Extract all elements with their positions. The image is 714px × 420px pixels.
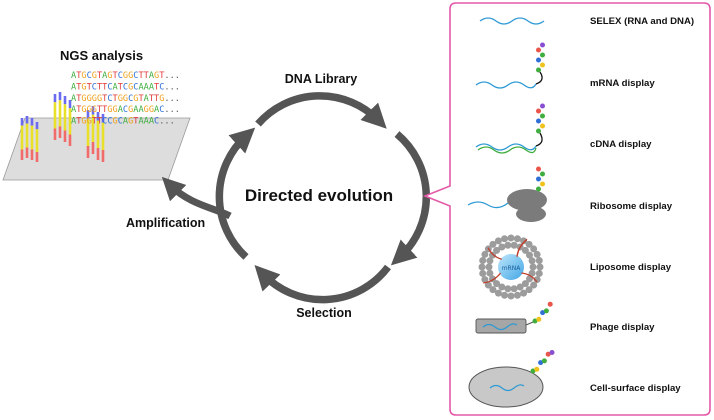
sequence-read: ATGGGTTGGACGAAGGAC... xyxy=(71,105,180,115)
method-label-liposome: Liposome display xyxy=(590,262,672,273)
cell-icon xyxy=(468,350,555,408)
center-title: Directed evolution xyxy=(245,186,393,205)
ribosome-icon xyxy=(467,166,547,222)
dna-library-label: DNA Library xyxy=(285,72,358,86)
method-label-cdna: cDNA display xyxy=(590,139,652,150)
svg-text:mRNA: mRNA xyxy=(502,265,522,272)
mrna-display-icon xyxy=(475,42,545,89)
sequence-read: ATGGTTCCGCAGTAAAC... xyxy=(71,117,175,127)
sequencing-clusters xyxy=(20,92,105,162)
amplification-label: Amplification xyxy=(126,216,205,230)
liposome-icon: mRNA xyxy=(478,234,544,300)
arrow-display-to-selection xyxy=(390,131,431,266)
sequence-reads: ATGCGTAGTCGGCTTAGT...ATGTCTTCATCGCAAATC.… xyxy=(71,71,180,127)
panel-border xyxy=(422,2,711,416)
ngs-analysis-section: NGS analysis ATGCGTAGTCGGCTTAGT...ATGTCT… xyxy=(2,48,191,181)
method-label-ribosome: Ribosome display xyxy=(590,201,673,212)
rna-strand-icon xyxy=(479,17,545,25)
sequence-read: ATGTCTTCATCGCAAATC... xyxy=(71,82,180,92)
method-label-cell-surface: Cell-surface display xyxy=(590,383,681,394)
phage-icon xyxy=(475,301,553,334)
arrow-library-to-display xyxy=(255,92,387,129)
method-label-phage: Phage display xyxy=(590,322,655,333)
display-methods-panel: mRNA SELEX (RNA and DNA) mRNA display cD… xyxy=(422,2,711,416)
sequence-read: ATGGGGTCTGGCGTATTG... xyxy=(71,94,180,104)
arrow-selection-to-amplification xyxy=(254,264,391,304)
method-label-selex: SELEX (RNA and DNA) xyxy=(590,16,694,27)
arrow-to-ngs xyxy=(161,176,232,220)
arrow-amplification-to-library xyxy=(215,127,256,260)
evolution-cycle: DNA Library Directed evolution Selection… xyxy=(126,72,431,320)
method-label-mrna: mRNA display xyxy=(590,78,655,89)
cdna-display-icon xyxy=(475,103,545,154)
sequence-read: ATGCGTAGTCGGCTTAGT... xyxy=(71,71,180,81)
ngs-title: NGS analysis xyxy=(60,48,143,63)
selection-label: Selection xyxy=(296,306,352,320)
